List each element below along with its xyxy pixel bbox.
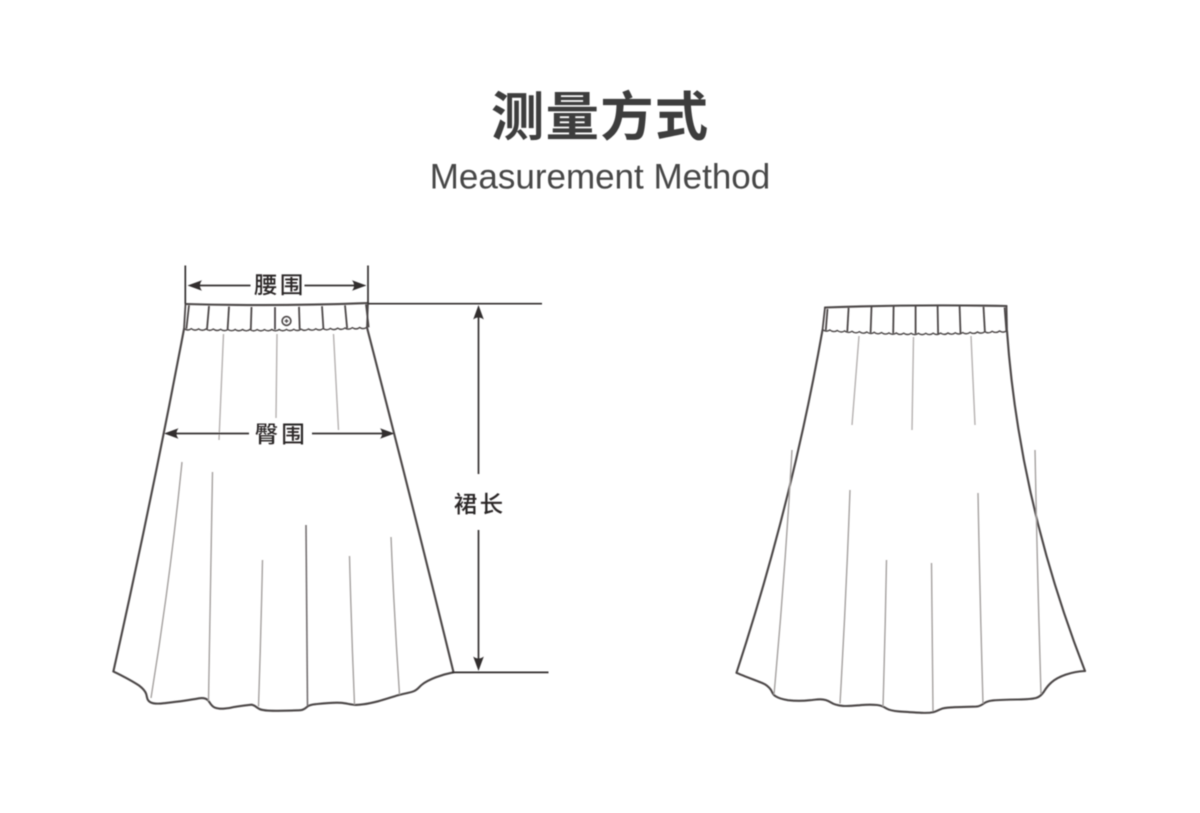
svg-text:Measurement Method: Measurement Method: [430, 158, 770, 197]
